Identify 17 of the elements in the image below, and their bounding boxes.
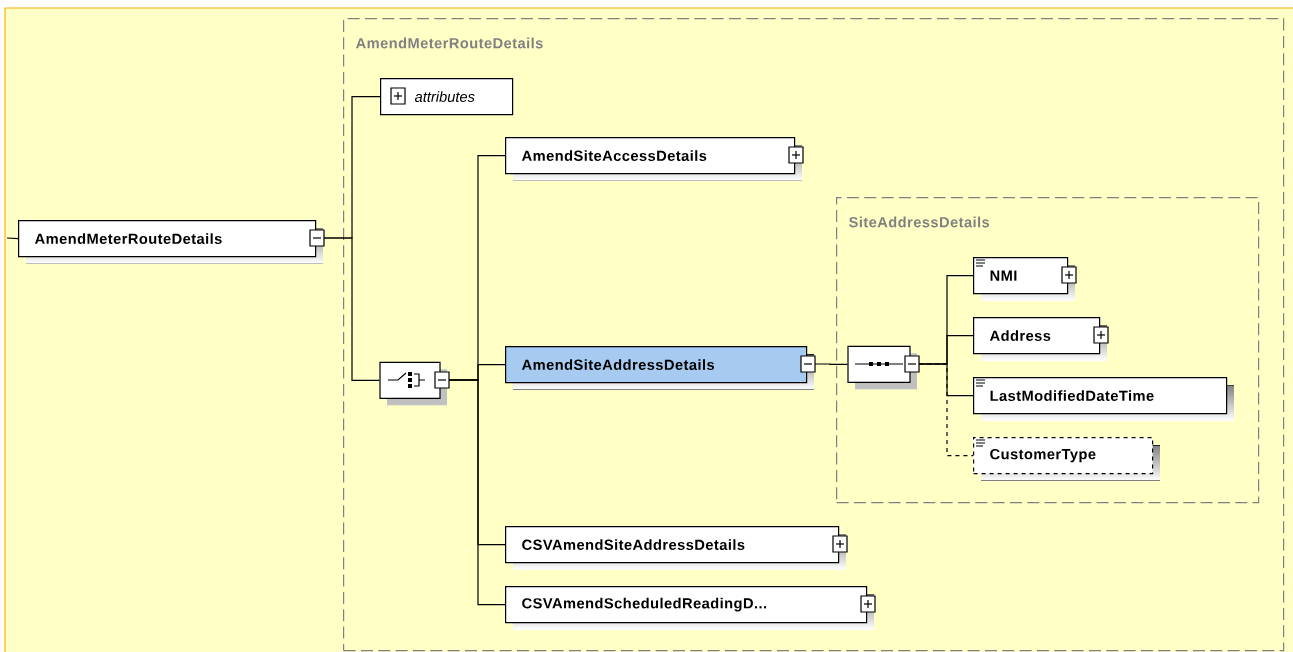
group-heading: SiteAddressDetails	[849, 216, 990, 228]
optional-element-box: CustomerType	[973, 437, 1160, 481]
element-box: Address	[973, 317, 1107, 361]
connector-line	[918, 363, 974, 457]
connector-line	[448, 379, 506, 606]
group-heading: AmendMeterRouteDetails	[355, 37, 543, 49]
element-box: CSVAmendScheduledReadingD...	[505, 586, 874, 630]
element-box: AmendSiteAddressDetails	[505, 346, 814, 390]
element-box: LastModifiedDateTime	[973, 377, 1234, 421]
element-box: AmendMeterRouteDetails	[18, 220, 323, 264]
element-box: CSVAmendSiteAddressDetails	[505, 526, 846, 570]
connector-line	[323, 237, 380, 381]
element-box: AmendSiteAccessDetails	[505, 137, 802, 181]
connector-line	[6, 237, 19, 240]
element-box: NMI	[973, 257, 1075, 301]
attributes-box: attributes	[380, 78, 514, 116]
connector-line	[814, 363, 848, 365]
